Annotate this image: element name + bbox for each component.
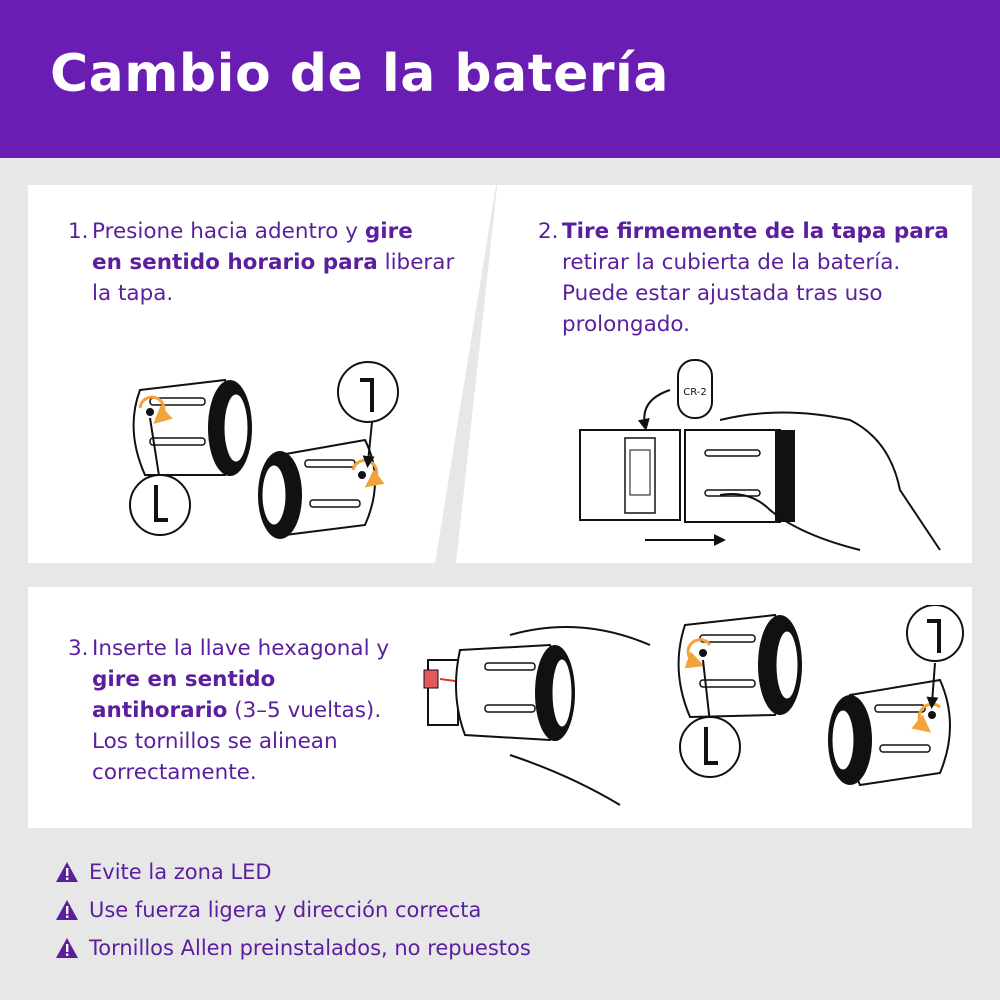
lock-cylinder-left	[677, 613, 802, 729]
step-3-number: 3.	[68, 636, 89, 661]
step-1-line1a: Presione hacia adentro y	[92, 219, 365, 244]
step-3-line3a: antihorario	[92, 698, 228, 723]
lock-in-hand	[423, 626, 651, 806]
battery-cover	[684, 429, 795, 523]
step-1-line1b: gire	[364, 219, 413, 244]
warning-text: Evite la zona LED	[89, 860, 272, 884]
hex-key-icon	[906, 605, 964, 662]
page-title: Cambio de la batería	[50, 44, 669, 104]
battery-label: CR-2	[683, 387, 707, 398]
warning-text: Tornillos Allen preinstalados, no repues…	[89, 936, 531, 960]
step-2-number: 2.	[538, 219, 559, 244]
hex-key-icon	[337, 361, 399, 423]
header-banner: Cambio de la batería	[0, 0, 1000, 158]
lock-cylinder-right	[828, 662, 951, 787]
step-2-line3: Puede estar ajustada tras uso	[562, 281, 883, 306]
step-3-line3b: (3–5 vueltas).	[227, 698, 382, 723]
step-3-illustration	[423, 605, 964, 806]
lock-body-open	[579, 429, 681, 521]
lock-cylinder-left	[132, 378, 252, 488]
warning-item: Tornillos Allen preinstalados, no repues…	[55, 936, 531, 960]
battery-cr2: CR-2	[677, 359, 713, 419]
step-1-number: 1.	[68, 219, 89, 244]
step-1-illustration	[129, 361, 399, 539]
warning-icon	[56, 900, 78, 920]
step-3-line1: Inserte la llave hexagonal y	[92, 636, 390, 661]
step-1-line2b: liberar	[377, 250, 455, 275]
warning-icon	[56, 938, 78, 958]
step-1-line2a: en sentido horario para	[92, 250, 378, 275]
step-3-line4: Los tornillos se alinean	[92, 729, 338, 754]
lock-cylinder-right	[258, 421, 385, 539]
step-3-line5: correctamente.	[92, 760, 257, 785]
hand-icon	[719, 411, 941, 551]
step-2-line4: prolongado.	[562, 312, 691, 337]
hex-key-icon	[679, 716, 741, 778]
hex-key-icon	[129, 474, 191, 536]
step-2-line1: Tire firmemente de la tapa para	[562, 219, 949, 244]
warning-text: Use fuerza ligera y dirección correcta	[89, 898, 482, 922]
step-2-line2: retirar la cubierta de la batería.	[562, 250, 901, 275]
warning-icon	[56, 862, 78, 882]
step-3-line2: gire en sentido	[92, 667, 276, 692]
step-2-illustration: CR-2	[579, 359, 941, 551]
warning-item: Evite la zona LED	[55, 860, 272, 884]
warning-item: Use fuerza ligera y dirección correcta	[55, 898, 481, 922]
step-1-line3: la tapa.	[92, 281, 174, 306]
